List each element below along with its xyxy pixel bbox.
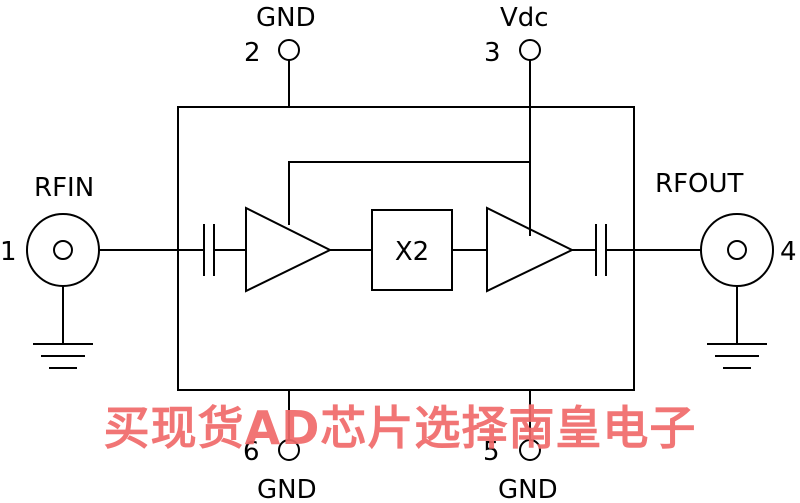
pin2-name: GND xyxy=(256,3,316,33)
pin2-terminal xyxy=(278,39,300,61)
multiplier-label: X2 xyxy=(395,237,429,267)
pin1-number: 1 xyxy=(0,237,17,267)
bias-line xyxy=(288,161,530,225)
rfin-connector-outer xyxy=(26,213,100,287)
pin6-terminal xyxy=(278,439,300,461)
amplifier-2 xyxy=(486,206,575,293)
pin6-name: GND xyxy=(257,475,317,503)
pin1-name: RFIN xyxy=(34,173,94,203)
pin6-number: 6 xyxy=(243,437,260,467)
pin3-terminal xyxy=(519,39,541,61)
pin5-terminal xyxy=(519,439,541,461)
rfout-connector-inner xyxy=(727,240,747,260)
pin3-name: Vdc xyxy=(500,3,549,33)
rfout-connector-outer xyxy=(700,213,774,287)
pin2-number: 2 xyxy=(244,38,261,68)
amplifier-1 xyxy=(245,206,333,293)
pin4-name: RFOUT xyxy=(655,169,744,199)
pin5-number: 5 xyxy=(483,437,500,467)
pin3-number: 3 xyxy=(484,38,501,68)
pin4-number: 4 xyxy=(780,237,797,267)
rfin-connector-inner xyxy=(53,240,73,260)
ic-package-outline xyxy=(177,106,635,391)
watermark-text: 买现货AD芯片选择南皇电子 xyxy=(103,401,697,455)
pin5-name: GND xyxy=(498,475,558,503)
